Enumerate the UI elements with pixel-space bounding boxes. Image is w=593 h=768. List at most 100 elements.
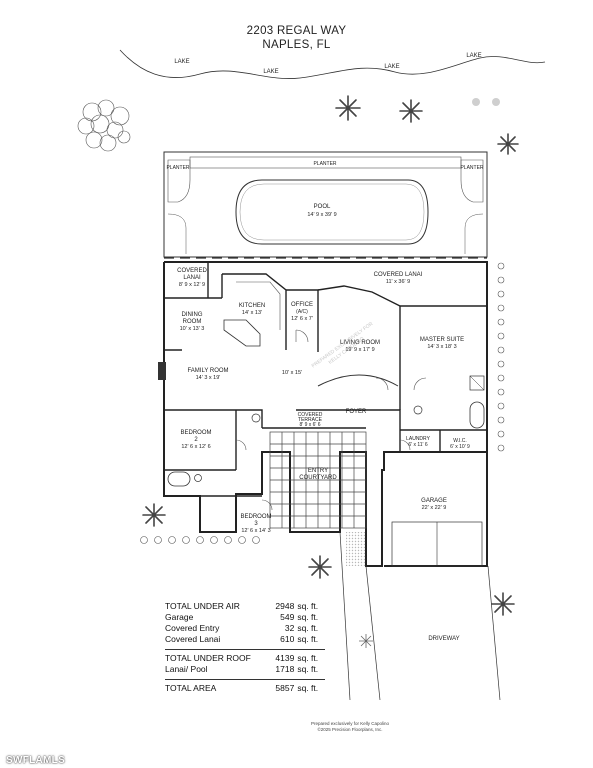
dining-room-label-2: ROOM <box>183 319 202 325</box>
lake-label-2: LAKE <box>263 69 278 75</box>
covered-lanai-label: COVERED LANAI <box>374 272 423 278</box>
area-label: TOTAL UNDER AIR <box>165 601 240 611</box>
toilet-icon <box>413 405 423 415</box>
planter-right-corner <box>460 159 484 203</box>
bedroom2-dimensions: 12' 6 x 12' 6 <box>181 444 210 450</box>
covered-lanai-left-dimensions: 8' 9 x 12' 9 <box>179 282 205 288</box>
covered-terrace-dimensions: 8' 9 x 6' 6 <box>299 422 320 428</box>
pool-deck-curve-left <box>167 213 187 254</box>
area-unit: sq. ft. <box>297 664 319 674</box>
toilet-icon <box>251 413 261 423</box>
planter-right-label: PLANTER <box>460 165 483 171</box>
living-room-window <box>317 374 399 387</box>
address-title: 2203 REGAL WAY <box>246 25 347 37</box>
area-row: TOTAL UNDER ROOF 4139 sq. ft. <box>165 653 325 664</box>
area-row: Covered Entry 32 sq. ft. <box>165 623 325 634</box>
pool-enclosure <box>163 151 488 258</box>
area-row: Garage 549 sq. ft. <box>165 612 325 623</box>
fireplace <box>158 362 166 380</box>
shrub-row-icon <box>140 536 260 544</box>
kitchen-dimensions: 14' x 13' <box>242 310 262 316</box>
covered-lanai-left-label-1: COVERED <box>177 268 207 274</box>
planter-center-label: PLANTER <box>313 161 336 167</box>
area-value: 4139 <box>275 653 295 663</box>
palm-tree-icon <box>142 503 166 527</box>
covered-terrace-label-2: TERRACE <box>298 417 323 423</box>
palm-tree-icon <box>308 555 332 579</box>
covered-terrace-label-1: COVERED <box>298 412 323 418</box>
kitchen-counter <box>236 281 281 330</box>
living-room-dimensions: 19' 9 x 17' 9 <box>345 347 374 353</box>
area-value: 549 <box>280 612 295 622</box>
bedroom3-dimensions: 12' 6 x 14' 3 <box>241 528 270 534</box>
area-value: 5857 <box>275 683 295 693</box>
pool-inner-outline <box>239 183 425 241</box>
area-label: Covered Lanai <box>165 634 221 644</box>
courtyard-tile-grid <box>269 431 367 529</box>
area-unit: sq. ft. <box>297 601 319 611</box>
laundry-label: LAUNDRY <box>406 436 430 442</box>
area-summary: TOTAL UNDER AIR 2948 sq. ft. Garage 549 … <box>165 601 325 694</box>
covered-lanai-left-label-2: LANAI <box>183 275 201 281</box>
door-swings <box>235 329 427 511</box>
ceiling-dimensions: 10' x 15' <box>282 370 302 376</box>
office-dimensions: 12' 6 x 7' <box>291 316 313 322</box>
wic-label: W.I.C. <box>453 438 467 444</box>
area-row: TOTAL UNDER AIR 2948 sq. ft. <box>165 601 325 612</box>
bedroom3-label-1: BEDROOM <box>240 514 271 520</box>
planter-left-corner <box>167 159 191 203</box>
pool-outline <box>235 179 429 245</box>
lake-shoreline <box>119 49 546 79</box>
walkway-lines <box>339 531 501 701</box>
master-suite-label: MASTER SUITE <box>420 337 464 343</box>
wic-dimensions: 6' x 10' 9 <box>450 444 470 450</box>
bathtub-bedroom2 <box>167 471 191 487</box>
area-divider <box>165 679 325 680</box>
shrub-icon <box>492 98 500 106</box>
area-label: TOTAL UNDER ROOF <box>165 653 251 663</box>
walkway-gravel <box>346 532 366 566</box>
area-row: TOTAL AREA 5857 sq. ft. <box>165 683 325 694</box>
area-row: Lanai/ Pool 1718 sq. ft. <box>165 664 325 675</box>
area-unit: sq. ft. <box>297 683 319 693</box>
interior-walls <box>164 262 487 497</box>
area-value: 32 <box>284 623 295 633</box>
area-label: Lanai/ Pool <box>165 664 208 674</box>
office-label: OFFICE <box>291 302 313 308</box>
lake-label-4: LAKE <box>466 53 481 59</box>
area-unit: sq. ft. <box>297 653 319 663</box>
area-value: 610 <box>280 634 295 644</box>
bedroom2-label-1: BEDROOM <box>180 430 211 436</box>
laundry-dimensions: 6' x 11' 6 <box>408 442 428 448</box>
area-label: TOTAL AREA <box>165 683 217 693</box>
city-title: NAPLES, FL <box>262 39 331 51</box>
lake-label-3: LAKE <box>384 64 399 70</box>
mls-watermark-logo: SWFLAMLS <box>6 755 66 766</box>
family-room-label: FAMILY ROOM <box>187 368 228 374</box>
shower-icon <box>469 375 485 391</box>
pool-deck-curve-right <box>464 213 484 254</box>
area-label: Covered Entry <box>165 623 220 633</box>
flower-icon <box>359 634 373 648</box>
dining-room-label-1: DINING <box>182 312 203 318</box>
bathtub-master <box>469 401 485 429</box>
entry-courtyard-label-2: COURTYARD <box>299 475 337 481</box>
master-suite-dimensions: 14' 3 x 18' 3 <box>427 344 456 350</box>
bedroom3-label-2: 3 <box>254 521 258 527</box>
area-unit: sq. ft. <box>297 634 319 644</box>
family-room-dimensions: 14' 3 x 19' <box>196 375 221 381</box>
covered-lanai-dimensions: 11' x 36' 9 <box>386 279 410 285</box>
garage-label: GARAGE <box>421 498 447 504</box>
living-room-label: LIVING ROOM <box>340 340 380 346</box>
shrub-icon <box>472 98 480 106</box>
planter-left-label: PLANTER <box>166 165 189 171</box>
area-value: 2948 <box>275 601 295 611</box>
palm-tree-icon <box>399 99 423 123</box>
pool-label: POOL <box>314 204 331 210</box>
kitchen-label: KITCHEN <box>239 303 265 309</box>
bedroom2-label-2: 2 <box>194 437 198 443</box>
credit-line: ©2025 Precision Floorplans, Inc. <box>317 726 383 732</box>
driveway-label: DRIVEWAY <box>428 636 459 642</box>
house-exterior-wall <box>163 261 488 567</box>
